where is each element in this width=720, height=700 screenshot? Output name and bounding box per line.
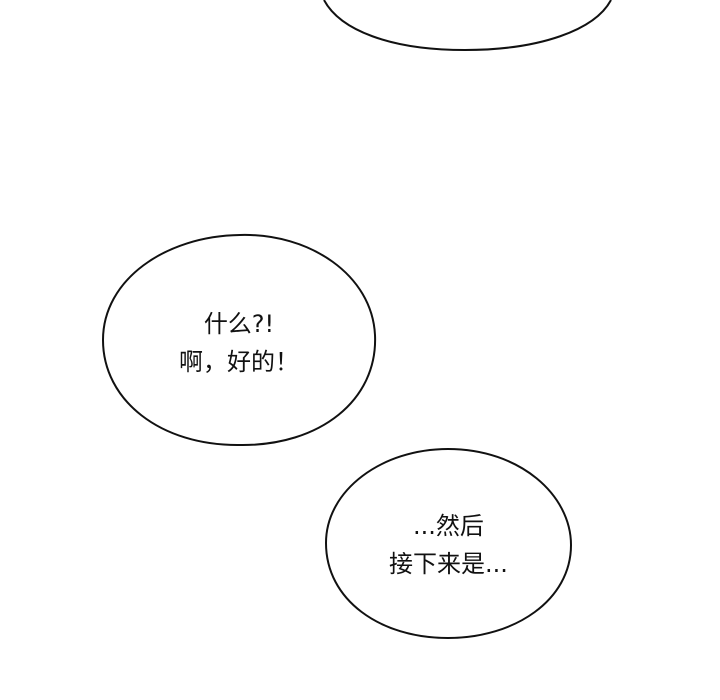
speech-bubble-top (323, 0, 612, 52)
speech-text-then: ...然后 接下来是... (326, 507, 571, 583)
speech-bubble-then (324, 447, 573, 640)
speech-line: 什么?! (203, 310, 275, 338)
speech-line: 接下来是... (389, 550, 508, 578)
speech-text-what: 什么?! 啊，好的！ (103, 305, 375, 381)
speech-line: 啊，好的！ (179, 348, 299, 376)
speech-bubble-what (101, 233, 377, 447)
speech-line: ...然后 (413, 512, 484, 540)
